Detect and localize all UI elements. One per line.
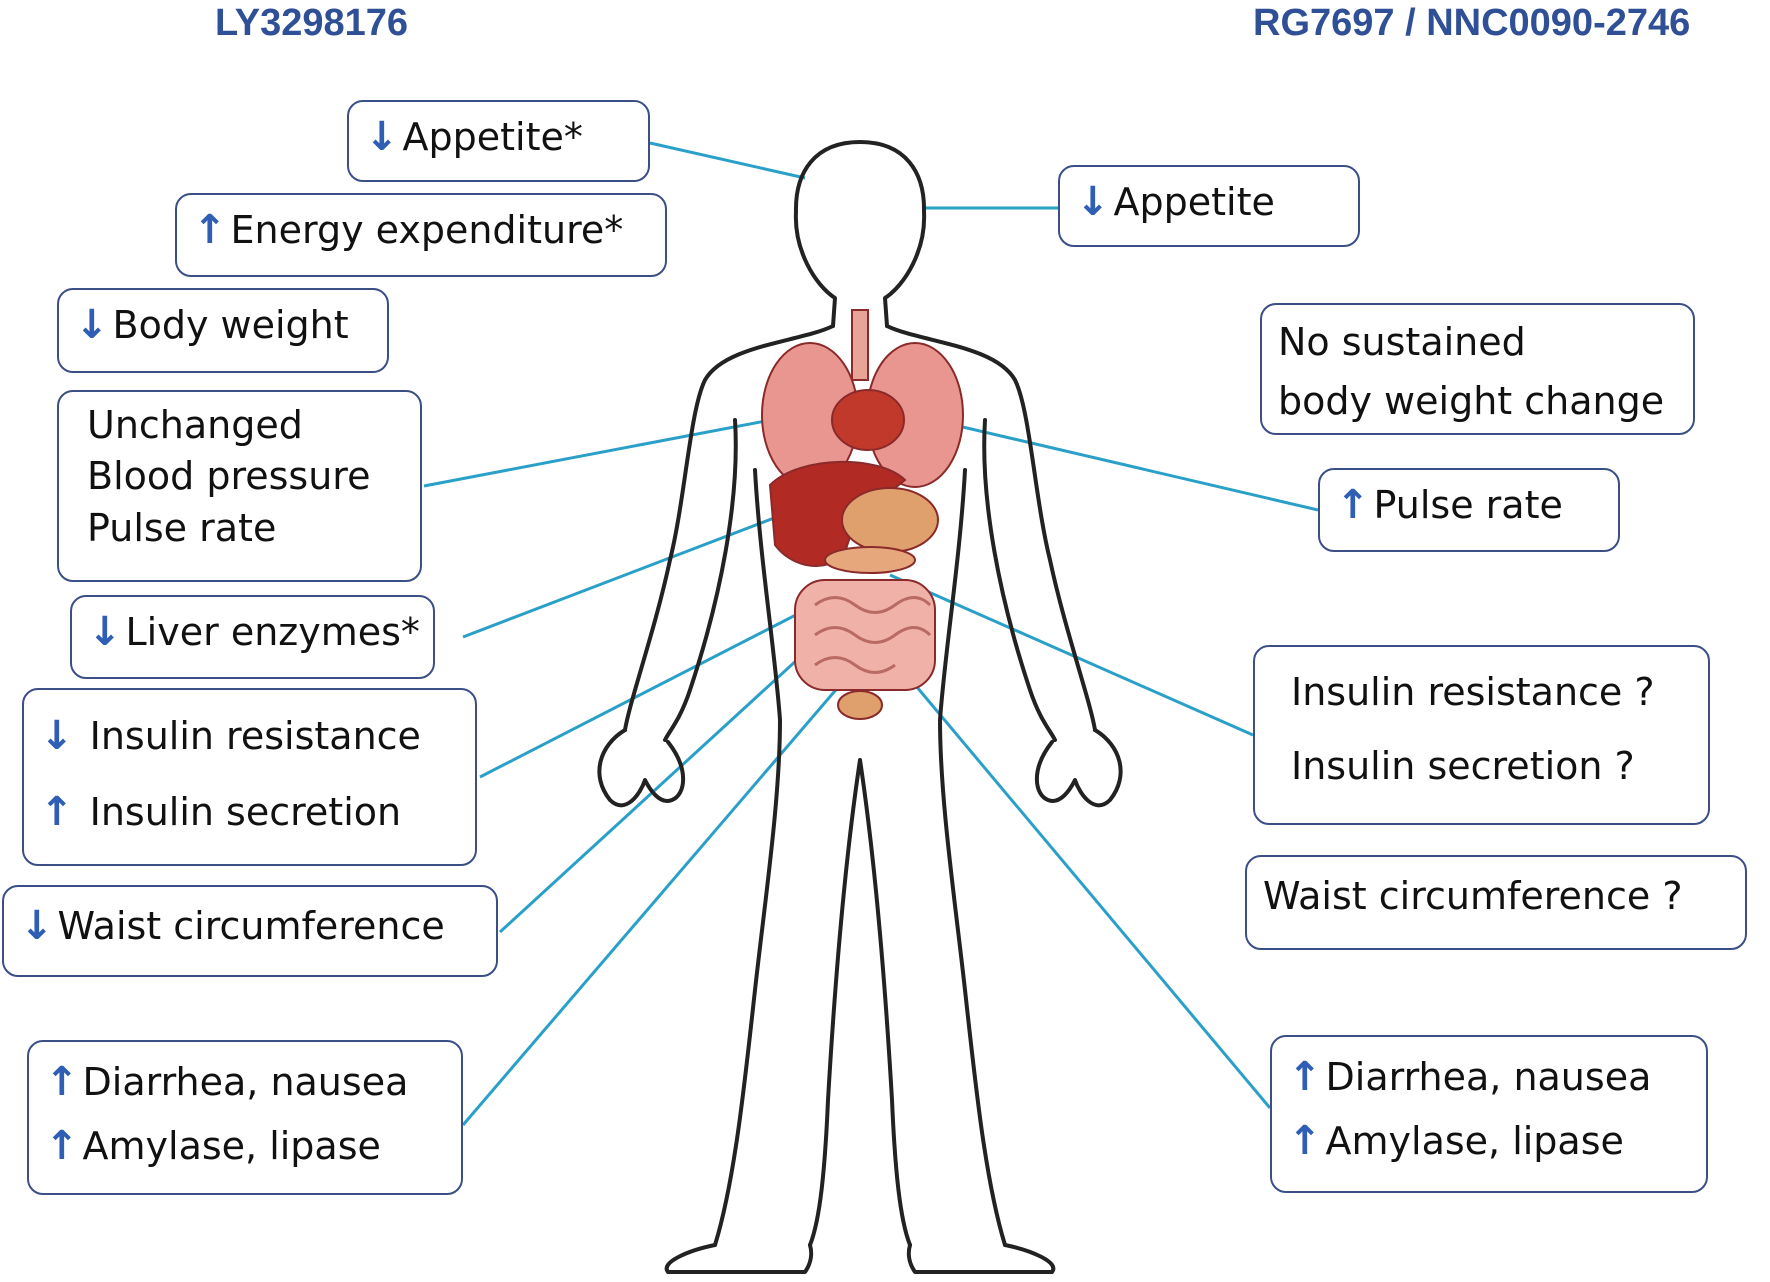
arrow-up-icon: ↑ (45, 1123, 79, 1169)
connector-liver (462, 508, 796, 639)
arrow-down-icon: ↓ (20, 903, 54, 949)
left-appetite-box: ↓Appetite* (347, 100, 650, 182)
left-insulin-secretion: ↑ Insulin secretion (40, 774, 459, 850)
connector-appetite-left (649, 141, 806, 180)
right-appetite-label: Appetite (1113, 180, 1275, 224)
intestines (794, 579, 936, 691)
pancreas (824, 546, 916, 574)
left-energy-label: Energy expenditure* (230, 208, 624, 252)
left-energy-box: ↑Energy expenditure* (175, 193, 667, 277)
right-weight-line-2: body weight change (1278, 378, 1665, 423)
inner-legs-outline (808, 758, 912, 1247)
arrow-up-icon: ↑ (40, 789, 74, 835)
left-unchanged-line-2: Blood pressure (87, 454, 371, 499)
arrow-up-icon: ↑ (45, 1059, 79, 1105)
arrow-up-icon: ↑ (1336, 482, 1370, 528)
header-right-drug: RG7697 / NNC0090-2746 (1253, 2, 1691, 44)
right-gi-diarrhea-label: Diarrhea, nausea (1325, 1055, 1652, 1099)
left-gi-box: ↑Diarrhea, nausea ↑Amylase, lipase (27, 1040, 463, 1195)
left-hand (597, 728, 686, 808)
stomach (841, 487, 939, 553)
shoulder-outline (623, 324, 1097, 732)
left-liver-label: Liver enzymes* (125, 610, 420, 654)
left-weight-label: Body weight (112, 303, 349, 347)
heart (831, 389, 905, 451)
left-unchanged-line-3: Pulse rate (87, 505, 277, 550)
right-hand (1034, 728, 1123, 808)
arrow-up-icon: ↑ (1288, 1118, 1322, 1164)
left-gi-amylase: ↑Amylase, lipase (45, 1114, 445, 1178)
arrow-down-icon: ↓ (88, 609, 122, 655)
connector-waist-left (498, 646, 812, 934)
right-foot (906, 1243, 1056, 1274)
right-appetite-box: ↓Appetite (1058, 165, 1360, 247)
right-gi-amylase-label: Amylase, lipase (1325, 1119, 1624, 1163)
arrow-down-icon: ↓ (40, 713, 74, 759)
arrow-down-icon: ↓ (75, 302, 109, 348)
left-waist-box: ↓Waist circumference (2, 885, 498, 977)
arrow-up-icon: ↑ (193, 207, 227, 253)
connector-gi-left (461, 649, 872, 1126)
right-insulin-line-1: Insulin resistance ? (1291, 670, 1655, 714)
right-gi-diarrhea: ↑Diarrhea, nausea (1288, 1045, 1690, 1109)
left-insulin-box: ↓ Insulin resistance ↑ Insulin secretion (22, 688, 477, 866)
left-appetite-label: Appetite* (402, 115, 583, 159)
right-weight-box: No sustained body weight change (1260, 303, 1695, 435)
left-insulin-resistance-label: Insulin resistance (89, 714, 421, 758)
right-pulse-box: ↑Pulse rate (1318, 468, 1620, 552)
left-gi-diarrhea: ↑Diarrhea, nausea (45, 1050, 445, 1114)
torso-outline (713, 468, 1007, 1247)
arrow-down-icon: ↓ (365, 114, 399, 160)
left-liver-box: ↓Liver enzymes* (70, 595, 435, 679)
right-waist-box: Waist circumference ? (1245, 855, 1747, 950)
inner-arm-outline (663, 418, 1057, 742)
intestine-coils (814, 596, 932, 674)
left-unchanged-line-1: Unchanged (87, 403, 303, 447)
arrow-up-icon: ↑ (1288, 1054, 1322, 1100)
left-foot (664, 1243, 814, 1274)
right-gi-box: ↑Diarrhea, nausea ↑Amylase, lipase (1270, 1035, 1708, 1193)
bladder (837, 690, 883, 720)
left-insulin-secretion-label: Insulin secretion (89, 790, 402, 834)
head-outline (793, 140, 927, 328)
trachea (851, 309, 869, 381)
right-gi-amylase: ↑Amylase, lipase (1288, 1109, 1690, 1173)
right-insulin-box: Insulin resistance ? Insulin secretion ? (1253, 645, 1710, 825)
left-unchanged-box: Unchanged Blood pressure Pulse rate (57, 390, 422, 582)
left-waist-label: Waist circumference (57, 904, 445, 948)
organs (761, 309, 964, 720)
left-insulin-resistance: ↓ Insulin resistance (40, 698, 459, 774)
left-weight-box: ↓Body weight (57, 288, 389, 373)
left-gi-amylase-label: Amylase, lipase (82, 1124, 381, 1168)
left-gi-diarrhea-label: Diarrhea, nausea (82, 1060, 409, 1104)
connector-insulin-right (889, 573, 1254, 737)
arrow-down-icon: ↓ (1076, 179, 1110, 225)
header-left-drug: LY3298176 (215, 2, 409, 44)
right-pulse-label: Pulse rate (1373, 483, 1563, 527)
connector-gi-right (888, 654, 1272, 1109)
right-weight-line-1: No sustained (1278, 320, 1526, 364)
right-waist-label: Waist circumference ? (1263, 874, 1683, 918)
right-insulin-line-2: Insulin secretion ? (1291, 744, 1635, 789)
